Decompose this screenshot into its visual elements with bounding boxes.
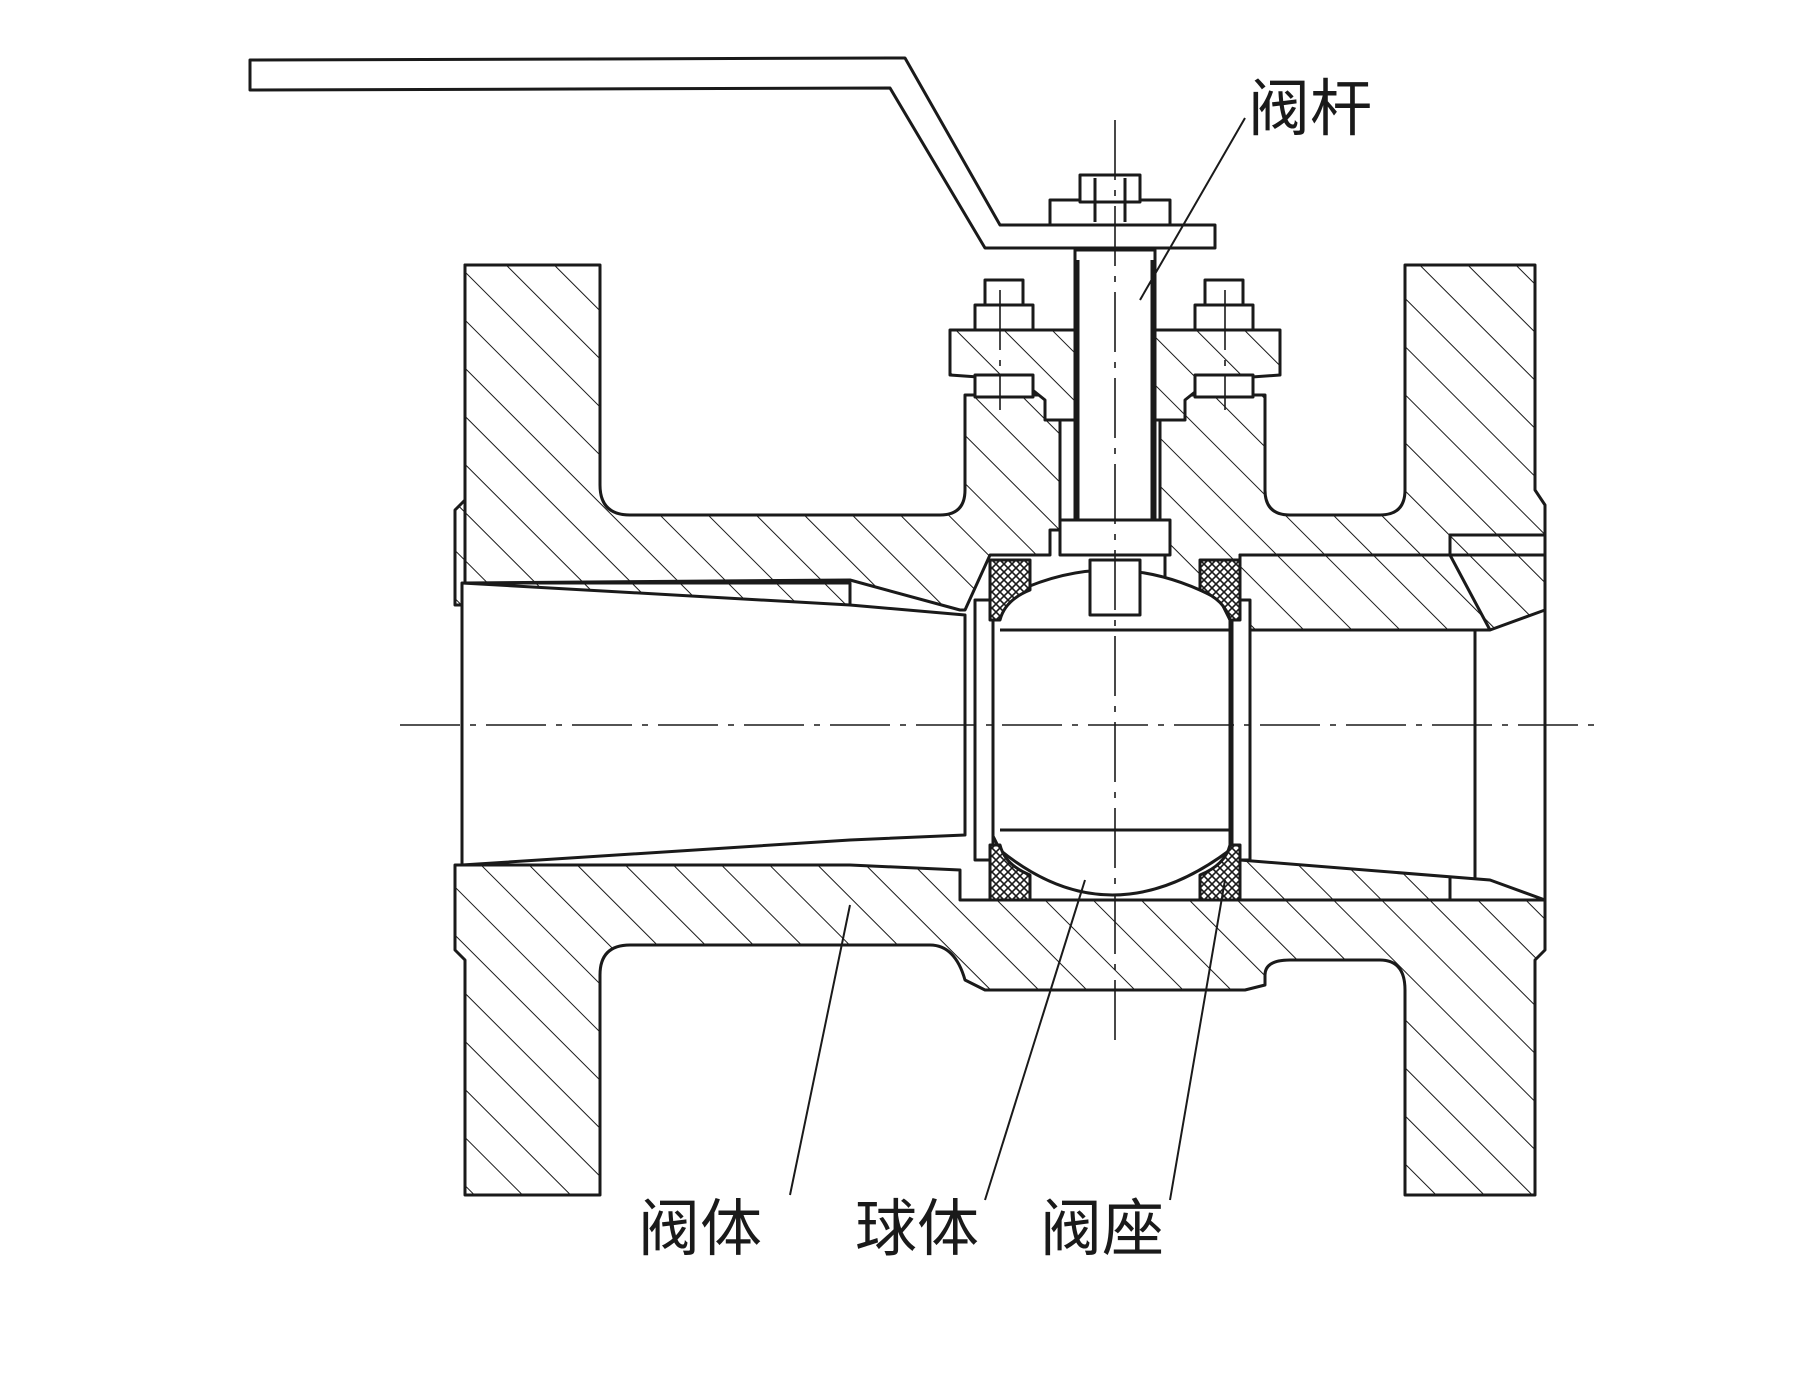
seat-leader-line — [1169, 879, 1226, 1201]
ball-label: 球体 — [855, 1192, 979, 1265]
ball-leader-line — [984, 879, 1086, 1201]
lever-handle — [248, 56, 1217, 250]
valve-body — [453, 263, 1547, 1197]
ball — [973, 568, 1252, 897]
flow-bore — [460, 581, 1547, 902]
seat-label: 阀座 — [1040, 1192, 1164, 1265]
stem-leader-line — [1139, 117, 1246, 301]
gland-and-bolts — [948, 278, 1282, 422]
center-lines — [400, 120, 1600, 1040]
stem-label: 阀杆 — [1248, 72, 1372, 145]
valve-seats — [988, 558, 1242, 902]
body-leader-line — [789, 904, 851, 1196]
body-label: 阀体 — [638, 1192, 762, 1265]
